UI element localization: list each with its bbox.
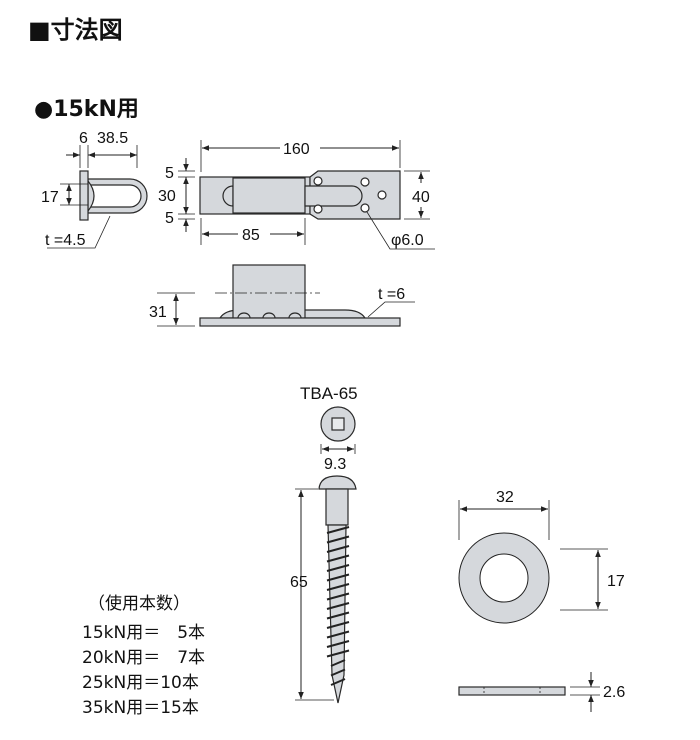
screw-thread: [326, 649, 350, 658]
dim-side-thickness: 6: [79, 130, 88, 147]
dim-side-height: 17: [41, 189, 59, 206]
dim-edge-bottom: 5: [165, 210, 174, 227]
screw-drawing: TBA-65 9.3 65: [290, 384, 358, 704]
side-view: 6 38.5 17 t =4.5: [41, 130, 148, 249]
screw-thread: [326, 526, 350, 534]
dim-plate-width: 40: [412, 189, 430, 206]
dim-edge-top: 5: [165, 165, 174, 182]
screw-thread: [326, 564, 350, 572]
screw-thread: [330, 678, 346, 686]
usage-heading: （使用本数）: [88, 593, 190, 614]
washer-drawing: 32 17 2.6: [458, 489, 625, 712]
usage-row: 35kN用＝15本: [82, 698, 199, 718]
screw-name: TBA-65: [300, 384, 358, 403]
screw-thread: [326, 573, 350, 582]
screw-thread: [326, 602, 350, 610]
screw-thread: [326, 545, 350, 553]
dim-washer-outer: 32: [496, 489, 514, 506]
usage-row: 25kN用＝10本: [82, 673, 199, 693]
dim-rod-thickness: t =4.5: [45, 232, 86, 249]
screw-thread: [326, 554, 350, 563]
usage-row: 20kN用＝ 7本: [82, 648, 205, 668]
usage-table: （使用本数） 15kN用＝ 5本 20kN用＝ 7本 25kN用＝10本 35k…: [82, 593, 205, 718]
screw-thread: [326, 640, 350, 648]
screw-thread: [326, 611, 350, 620]
dim-hole-diameter: φ6.0: [391, 232, 424, 249]
dim-height: 31: [149, 304, 167, 321]
dim-total-length: 160: [283, 141, 310, 158]
dim-head-diameter: 9.3: [324, 456, 346, 473]
dim-side-length: 38.5: [97, 130, 128, 147]
screw-thread: [326, 535, 350, 544]
screw-thread: [326, 630, 350, 639]
dim-screw-length: 65: [290, 574, 308, 591]
top-view: 160 40 5 30 5 85 φ6.0: [158, 140, 435, 250]
dim-bracket-length: 85: [242, 227, 260, 244]
front-view: 31 t =6: [149, 264, 415, 327]
dim-washer-thickness: 2.6: [603, 684, 625, 701]
screw-thread: [326, 621, 350, 629]
screw-thread: [330, 659, 346, 667]
dim-washer-inner: 17: [607, 573, 625, 590]
page-title: ■寸法図: [28, 16, 123, 44]
screw-thread: [330, 668, 346, 677]
dim-inner-width: 30: [158, 188, 176, 205]
screw-thread: [326, 592, 350, 601]
section-title: ●15kN用: [34, 97, 139, 122]
usage-row: 15kN用＝ 5本: [82, 623, 205, 643]
dim-plate-thickness: t =6: [378, 286, 405, 303]
screw-thread: [326, 583, 350, 591]
